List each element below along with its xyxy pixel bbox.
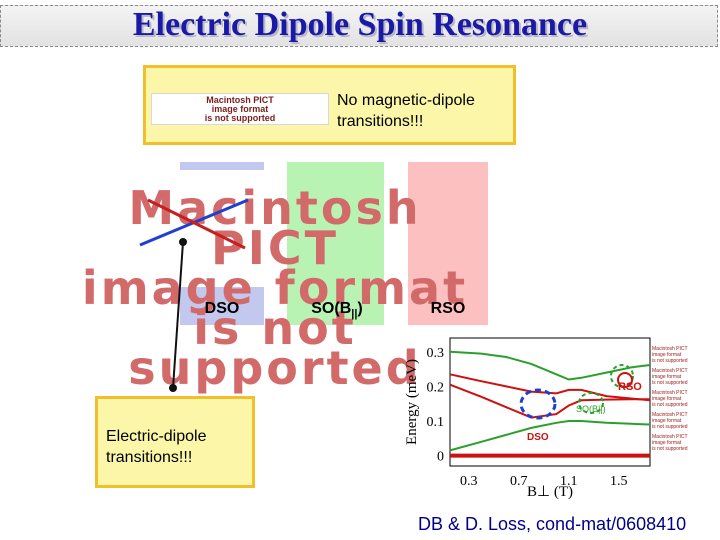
pict-line: image format — [652, 396, 682, 402]
x-tick-label: 0.3 — [460, 474, 478, 489]
note-line: transitions!!! — [106, 449, 193, 466]
pict-line: is not supported — [652, 446, 688, 452]
note-line: Electric-dipole — [106, 428, 207, 445]
series-line-1 — [449, 373, 651, 402]
series-line-3 — [449, 420, 651, 452]
pict-line: image format — [652, 440, 682, 446]
so-parallel-label: SO(B||) — [292, 300, 382, 320]
x-axis-label: B⊥ (T) — [527, 484, 573, 500]
pict-line: image format — [652, 352, 682, 358]
pointer-dot-bottom — [169, 384, 177, 392]
slide-title: Electric Dipole Spin Resonance — [132, 6, 588, 43]
series-line-2 — [449, 383, 650, 419]
pict-line: is not supported — [652, 424, 688, 430]
x-tick-label: 0.7 — [510, 474, 528, 489]
pict-line: image format — [211, 104, 269, 114]
pict-line: Macintosh PICT — [652, 412, 688, 418]
pict-line: Macintosh PICT — [206, 95, 274, 105]
pict-placeholder-small: Macintosh PICT image format is not suppo… — [151, 93, 329, 125]
y-tick-label: 0.2 — [427, 380, 445, 395]
electric-dipole-callout — [95, 396, 255, 488]
pict-line: image format — [652, 374, 682, 380]
energy-spectrum-chart: 0 0.1 0.2 0.3 0.3 0.7 1.1 1.5 Energy (meV) B⊥ (… — [404, 337, 651, 500]
so-label-close: ) — [357, 300, 363, 317]
x-tick-label: 1.5 — [610, 474, 628, 489]
rso-column — [408, 162, 488, 325]
pict-line: Macintosh PICT — [652, 368, 688, 374]
pict-line: image format — [652, 418, 682, 424]
so-label-text: SO(B — [311, 300, 352, 317]
title-bar — [0, 5, 718, 47]
note-line: No magnetic-dipole — [337, 92, 475, 109]
pict-line: is not supported — [652, 402, 688, 408]
dso-column-top — [180, 162, 264, 170]
citation: DB & D. Loss, cond-mat/0608410 — [418, 514, 687, 534]
so-annotation: SO(B||) — [576, 404, 606, 414]
y-axis-label: Energy (meV) — [404, 359, 420, 445]
pict-line: Macintosh PICT — [652, 434, 688, 440]
pict-line: is not supported — [652, 358, 688, 364]
so-column — [287, 162, 384, 325]
pict-line: is not supported — [204, 113, 276, 123]
y-tick-label: 0 — [437, 450, 444, 465]
dso-label: DSO — [204, 300, 240, 317]
pict-line: image format — [81, 261, 469, 315]
dso-annotation: DSO — [527, 432, 549, 443]
rso-annotation: RSO — [618, 381, 642, 393]
pict-line: Macintosh PICT — [652, 390, 688, 396]
spin-level-line-red — [147, 198, 246, 250]
y-tick-label: 0.1 — [427, 415, 445, 430]
rso-label: RSO — [430, 300, 466, 317]
pict-line: is not supported — [128, 301, 422, 395]
chart-ticks-group: 0 0.1 0.2 0.3 0.3 0.7 1.1 1.5 — [427, 346, 628, 489]
electric-dipole-note: Electric-dipole transitions!!! — [106, 426, 206, 468]
note-line: transitions!!! — [337, 113, 424, 130]
rso-marker-inner — [617, 372, 633, 388]
dso-column-bottom — [180, 287, 264, 325]
pointer-line — [172, 241, 184, 389]
y-tick-label: 0.3 — [427, 346, 445, 361]
pict-placeholder-large: Macintosh PICT image format is not suppo… — [55, 181, 495, 391]
so-marker — [578, 392, 604, 414]
pointer-dot-top — [179, 238, 187, 246]
magnetic-dipole-note: No magnetic-dipole transitions!!! — [337, 90, 475, 132]
chart-series-group — [449, 350, 651, 458]
pict-line: is not supported — [652, 380, 688, 386]
so-label-subscript: || — [351, 308, 358, 321]
pict-line: Macintosh PICT — [652, 346, 688, 352]
x-tick-label: 1.1 — [560, 474, 578, 489]
dso-marker — [519, 388, 557, 420]
pict-line: Macintosh PICT — [128, 181, 422, 275]
plot-frame — [449, 337, 651, 467]
series-line-0 — [449, 350, 651, 381]
